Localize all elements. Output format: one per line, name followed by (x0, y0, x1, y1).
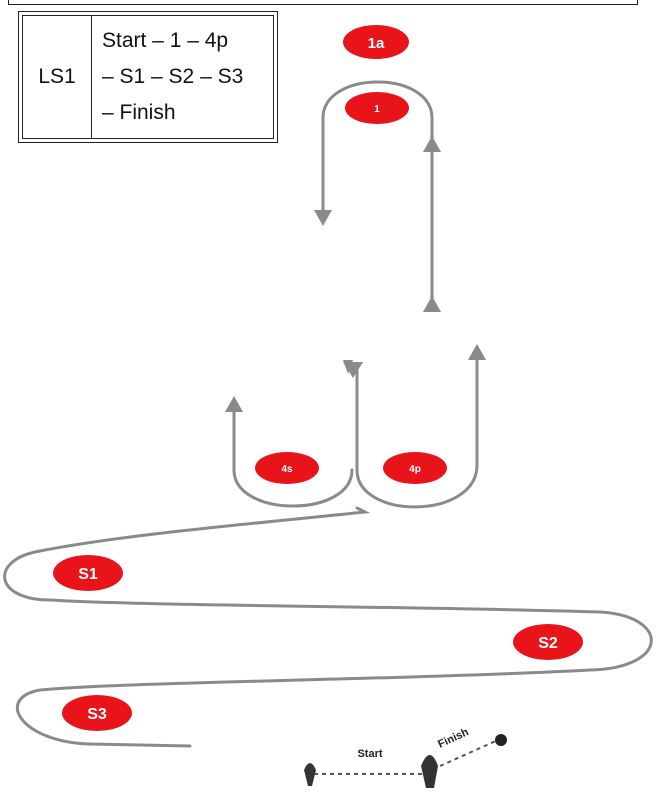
mark-s2-label: S2 (538, 635, 558, 652)
finish-line (439, 739, 499, 767)
mark-1a-label: 1a (368, 35, 385, 52)
course-legend-table: LS1 Start – 1 – 4p – S1 – S2 – S3 – Fini… (18, 11, 278, 143)
start-boat-left (304, 763, 316, 786)
arrow-down-left (314, 210, 332, 226)
page-border (8, 0, 638, 5)
arrow-up-4p (468, 344, 486, 360)
arrow-up-right-mid (423, 296, 441, 312)
legend-course-id: LS1 (23, 16, 92, 138)
mark-s2: S2 (513, 624, 583, 660)
mark-1-loop (321, 80, 434, 214)
gate-4s-leg (232, 402, 354, 508)
finish-line-label: Finish (436, 726, 471, 751)
legend-sequence-line-3: – Finish (102, 101, 176, 124)
mark-1-label: 1 (374, 104, 380, 115)
mark-s1-label: S1 (78, 566, 98, 583)
arrow-up-4s (225, 396, 243, 412)
arrow-down-center (343, 362, 363, 378)
start-boat-right (421, 755, 438, 788)
start-line-label: Start (357, 748, 382, 760)
gate-4p-leg (355, 350, 479, 509)
finish-pin-buoy (495, 734, 507, 746)
mark-s1: S1 (53, 555, 123, 591)
course-lines (3, 80, 653, 748)
legend-inner-box: LS1 Start – 1 – 4p – S1 – S2 – S3 – Fini… (22, 15, 274, 139)
legend-sequence-line-1: Start – 1 – 4p (102, 29, 229, 52)
marks: 1a 1 4s 4p S1 S2 (53, 25, 583, 731)
course-arrows (225, 136, 486, 412)
mark-s3: S3 (62, 695, 132, 731)
mark-4p: 4p (383, 452, 447, 484)
legend-sequence-line-2: – S1 – S2 – S3 (102, 65, 244, 88)
legend-sequence: Start – 1 – 4p – S1 – S2 – S3 – Finish (92, 16, 273, 138)
mark-4p-label: 4p (409, 464, 421, 475)
mark-4s-label: 4s (281, 464, 293, 475)
mark-s3-label: S3 (87, 706, 107, 723)
arrow-up-right-top (423, 136, 441, 152)
start-finish-area: Start Finish (304, 726, 507, 788)
offset-loops-leg (3, 506, 653, 748)
mark-4s: 4s (255, 452, 319, 484)
mark-1: 1 (345, 92, 409, 124)
mark-1a: 1a (343, 25, 409, 59)
